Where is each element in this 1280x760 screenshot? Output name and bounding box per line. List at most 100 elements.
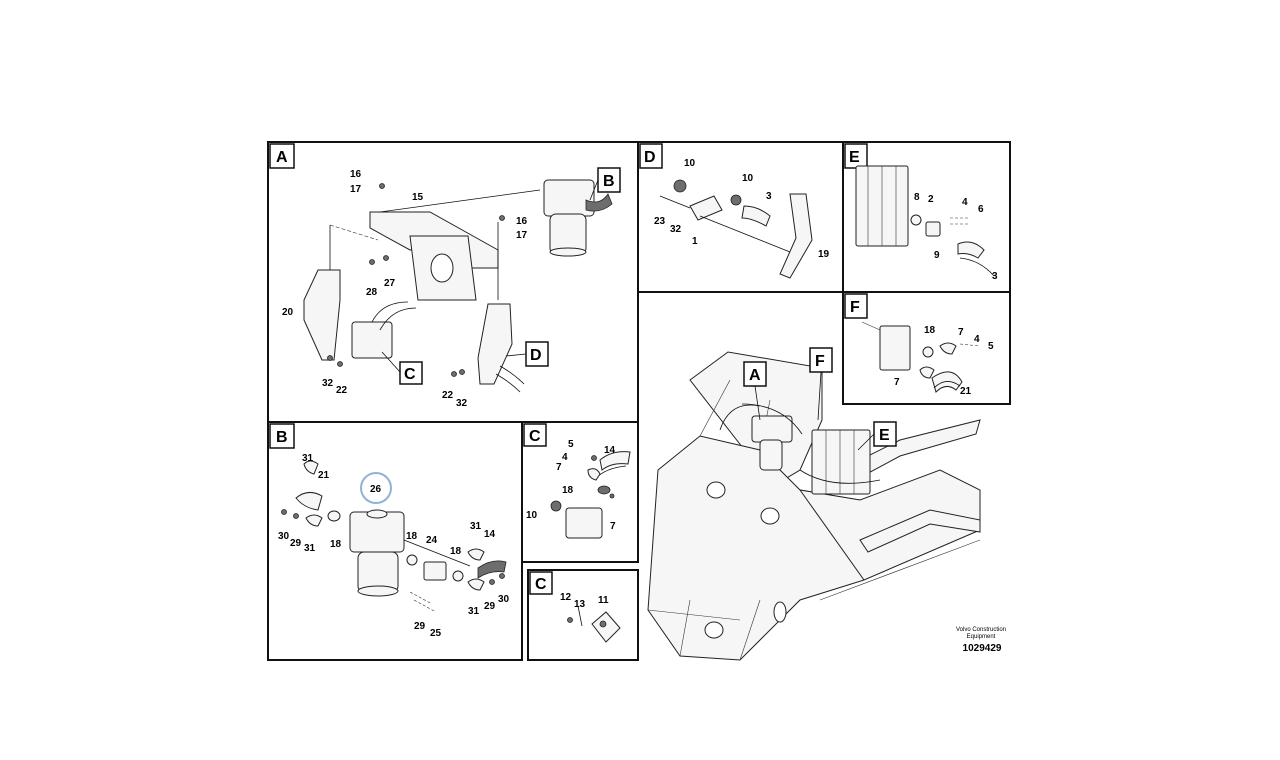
- part-number: 21: [960, 386, 972, 397]
- bracket-d: [477, 303, 513, 385]
- part-number: 17: [350, 184, 362, 195]
- svg-text:B: B: [276, 429, 288, 446]
- part-number: 27: [384, 278, 396, 289]
- panel-a-label: A: [269, 143, 295, 169]
- part-number: 13: [574, 599, 586, 610]
- part-number: 30: [278, 531, 290, 542]
- part-number: 12: [560, 592, 572, 603]
- part-number: 22: [442, 390, 454, 401]
- document-number: 1029429: [963, 643, 1002, 654]
- panel-f-label: F: [844, 293, 868, 319]
- control-valve-bank: [811, 429, 871, 495]
- part-number: 14: [604, 445, 616, 456]
- part-number: 18: [330, 539, 342, 550]
- valve-f: [879, 325, 911, 371]
- part-number: 3: [766, 191, 772, 202]
- svg-text:D: D: [530, 347, 542, 364]
- panel-b-label: B: [269, 423, 295, 449]
- valve-block-a: [351, 321, 393, 359]
- part-number: 9: [934, 250, 940, 261]
- panel-e-drawing: [855, 165, 995, 277]
- part-number: 14: [484, 529, 496, 540]
- svg-text:C: C: [404, 366, 416, 383]
- overview-machine-drawing: [647, 351, 981, 661]
- part-number: 19: [818, 249, 830, 260]
- part-number: 28: [366, 287, 378, 298]
- part-number: 18: [450, 546, 462, 557]
- panel-c1-part-numbers: 5 14 4 7 18 10 7: [526, 439, 616, 532]
- part-number: 20: [282, 307, 294, 318]
- part-number: 10: [526, 510, 538, 521]
- overview-callout-e: E: [857, 421, 897, 451]
- panel-d-label: D: [639, 143, 663, 169]
- part-number: 7: [556, 462, 562, 473]
- svg-text:B: B: [603, 173, 615, 190]
- part-number: 5: [568, 439, 574, 450]
- panel-e-part-numbers: 8 2 4 6 9 3: [914, 192, 998, 282]
- part-number: 24: [426, 535, 438, 546]
- bracket-20: [303, 269, 341, 361]
- part-number: 30: [498, 594, 510, 605]
- part-number: 1: [692, 236, 698, 247]
- panel-c2-drawing: [567, 605, 621, 643]
- part-number: 32: [322, 378, 334, 389]
- part-number: 10: [684, 158, 696, 169]
- svg-text:Equipment: Equipment: [967, 634, 996, 640]
- bracket-hole: [430, 253, 454, 283]
- panel-c1-frame: [521, 421, 639, 563]
- part-number: 23: [654, 216, 666, 227]
- part-number: 32: [670, 224, 682, 235]
- part-number: 29: [414, 621, 426, 632]
- part-number: 4: [962, 197, 968, 208]
- part-number: 31: [302, 453, 314, 464]
- part-number: 7: [610, 521, 616, 532]
- svg-text:F: F: [850, 299, 860, 316]
- part-number: 10: [742, 173, 754, 184]
- panel-d-part-numbers: 10 10 3 23 32 1 19: [654, 158, 830, 260]
- part-number: 21: [318, 470, 330, 481]
- panel-a-drawing: [303, 179, 613, 393]
- part-number: 7: [894, 377, 900, 388]
- valve-block-c1: [565, 507, 603, 539]
- panel-a-callout-c: C: [381, 351, 423, 385]
- panel-a-callout-d: D: [505, 341, 549, 367]
- panel-c2-label: C: [529, 571, 553, 595]
- block-11: [591, 611, 621, 643]
- panel-c1-drawing: [550, 451, 631, 539]
- bracket-19: [779, 193, 813, 279]
- panel-d-drawing: [659, 179, 813, 279]
- part-number: 16: [516, 216, 528, 227]
- panel-a-part-numbers: 16 17 15 16 17 27 28 20 32 22 22 32: [282, 169, 528, 409]
- svg-text:D: D: [644, 149, 656, 166]
- panel-f-frame: [842, 291, 1011, 405]
- panel-d-frame: [637, 141, 844, 293]
- part-number: 7: [958, 327, 964, 338]
- panel-c2-part-numbers: 12 13 11: [560, 592, 609, 610]
- panel-f-drawing: [861, 321, 981, 393]
- part-number: 31: [468, 606, 480, 617]
- manufacturer-credit: Volvo Construction Equipment: [956, 627, 1006, 640]
- panel-c2-frame: [527, 569, 639, 661]
- part-number: 5: [988, 341, 994, 352]
- highlight-ring: [360, 472, 392, 504]
- svg-text:E: E: [879, 427, 890, 444]
- panel-c1-label: C: [523, 423, 547, 447]
- part-number: 29: [484, 601, 496, 612]
- panel-a-callout-b: B: [589, 167, 621, 201]
- part-number: 16: [350, 169, 362, 180]
- part-number: 2: [928, 194, 934, 205]
- part-number: 4: [562, 452, 568, 463]
- svg-text:C: C: [529, 428, 541, 445]
- part-number: 8: [914, 192, 920, 203]
- part-number: 18: [406, 531, 418, 542]
- part-number: 3: [992, 271, 998, 282]
- frame-rear: [798, 469, 981, 581]
- svg-text:E: E: [849, 149, 860, 166]
- rail-lower: [859, 509, 981, 553]
- part-number: 11: [598, 595, 609, 606]
- part-number: 31: [304, 543, 316, 554]
- bracket-1: [689, 195, 723, 221]
- svg-text:C: C: [535, 576, 547, 593]
- overview-callout-a: A: [743, 361, 767, 421]
